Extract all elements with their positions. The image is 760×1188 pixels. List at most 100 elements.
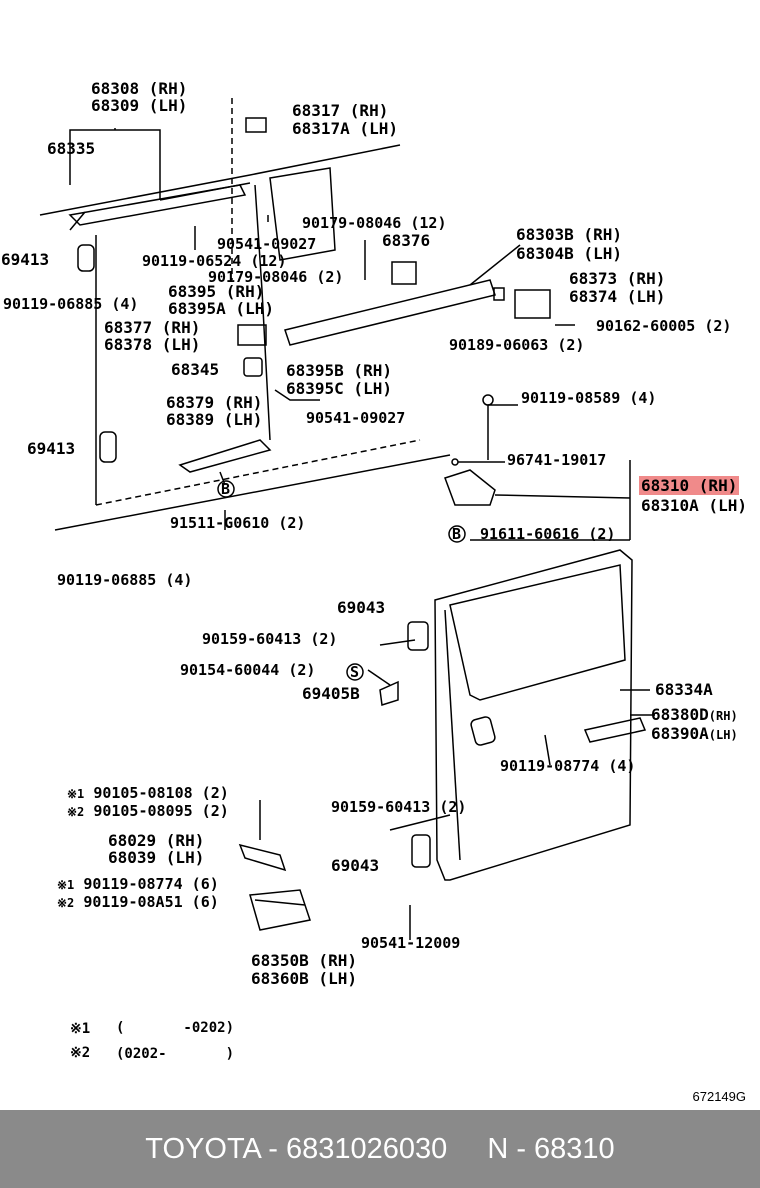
circle-b-upper xyxy=(217,480,235,498)
diagram-drawing xyxy=(39,98,655,940)
door-outline xyxy=(434,549,633,881)
label-68395c: 68395C (LH) xyxy=(286,379,392,398)
bolt-90189 xyxy=(493,287,505,301)
leaders xyxy=(194,215,655,940)
label-68395: 68395 (RH) xyxy=(168,282,265,301)
footer-part-number: 6831026030 xyxy=(286,1132,448,1165)
label-69413b: 69413 xyxy=(27,439,76,458)
label-68379: 68379 (RH) xyxy=(166,393,263,412)
center-roller-68310 xyxy=(444,469,496,506)
note-1-range: ( -0202) xyxy=(116,1020,235,1036)
label-68374: 68374 (LH) xyxy=(569,287,666,306)
label-90119-08a51-num: 90119-08A51 (6) xyxy=(83,893,219,911)
label-68373: 68373 (RH) xyxy=(569,269,666,288)
label-90119-06885b: 90119-06885 (4) xyxy=(57,571,193,589)
label-90159-60413a: 90159-60413 (2) xyxy=(202,630,338,648)
diagram-code: 672149G xyxy=(692,1089,747,1104)
note-mark-2b: ※2 xyxy=(57,896,75,910)
note-mark-1b: ※1 xyxy=(57,878,75,892)
label-68345: 68345 xyxy=(171,360,220,379)
label-69405b: 69405B xyxy=(302,684,360,703)
label-68317: 68317 (RH) xyxy=(292,101,389,120)
circle-b-lower xyxy=(448,525,466,543)
door-handle-opening xyxy=(470,716,496,746)
clip-96741 xyxy=(451,458,459,466)
label-96741-19017: 96741-19017 xyxy=(507,451,607,469)
label-68304b: 68304B (LH) xyxy=(516,244,622,263)
lower-roller-68350 xyxy=(249,889,311,931)
label-90189-06063: 90189-06063 (2) xyxy=(449,336,585,354)
label-68376: 68376 xyxy=(382,231,431,250)
stopper-69413b xyxy=(99,431,117,463)
label-69043a: 69043 xyxy=(337,598,386,617)
marker-b-upper: B xyxy=(221,480,231,498)
label-90119-08774b: ※1 90119-08774 (6) xyxy=(57,876,219,894)
label-68395a: 68395A (LH) xyxy=(168,299,274,318)
note-2-range: (0202- ) xyxy=(116,1046,235,1062)
label-68390a: 68390A(LH) xyxy=(651,725,738,744)
label-68303b: 68303B (RH) xyxy=(516,225,622,244)
marker-s: S xyxy=(350,663,360,681)
label-90119-06885a: 90119-06885 (4) xyxy=(3,295,139,313)
label-68389: 68389 (LH) xyxy=(166,410,263,429)
label-68378: 68378 (LH) xyxy=(104,335,201,354)
note-mark-1: ※1 xyxy=(67,787,85,801)
label-90541-12009: 90541-12009 xyxy=(361,934,461,952)
label-69413a: 69413 xyxy=(1,250,50,269)
striker-69043a xyxy=(407,621,429,651)
label-68310a: 68310A (LH) xyxy=(641,496,747,515)
label-90179-08046-2: 90179-08046 (2) xyxy=(208,268,344,286)
lower-rail-line xyxy=(178,439,272,473)
door-inner xyxy=(444,609,461,861)
label-90154-60044: 90154-60044 (2) xyxy=(180,661,316,679)
label-90105-08108-num: 90105-08108 (2) xyxy=(93,784,229,802)
striker-69043b xyxy=(411,834,431,868)
leader-68308 xyxy=(69,128,161,200)
footer-ref: N - 68310 xyxy=(487,1132,615,1165)
label-68380d-side: (RH) xyxy=(708,709,738,723)
label-69043b: 69043 xyxy=(331,856,380,875)
label-68390a-num: 68390A xyxy=(651,724,709,743)
label-68377: 68377 (RH) xyxy=(104,318,201,337)
label-68309: 68309 (LH) xyxy=(91,96,188,115)
label-68310-highlighted: 68310 (RH) xyxy=(639,476,740,495)
label-90541-09027a: 90541-09027 xyxy=(217,235,317,253)
label-90541-09027b: 90541-09027 xyxy=(306,409,406,427)
center-rail xyxy=(284,279,496,346)
bracket-68380 xyxy=(583,717,647,743)
label-90119-08589: 90119-08589 (4) xyxy=(521,389,657,407)
bracket-68317 xyxy=(245,117,267,133)
washer-90154 xyxy=(346,663,364,681)
label-90119-08774a: 90119-08774 (4) xyxy=(500,757,636,775)
label-68350b: 68350B (RH) xyxy=(251,951,357,970)
label-90119-08a51: ※2 90119-08A51 (6) xyxy=(57,894,219,912)
label-91511-g0610: 91511-G0610 (2) xyxy=(170,514,306,532)
center-rail-leader xyxy=(469,244,521,286)
lower-arm-68029 xyxy=(238,843,287,872)
label-68395b: 68395B (RH) xyxy=(286,361,392,380)
highlight-68310: 68310 (RH) xyxy=(639,476,740,495)
label-68380d: 68380D(RH) xyxy=(651,706,738,725)
screw-90119-08589 xyxy=(482,394,494,406)
body-dashed xyxy=(95,98,421,506)
bracket-68377 xyxy=(237,324,267,346)
label-68334a: 68334A xyxy=(655,680,713,699)
label-90105-08095-num: 90105-08095 (2) xyxy=(93,802,229,820)
upper-rail xyxy=(68,184,247,231)
label-68308: 68308 (RH) xyxy=(91,79,188,98)
label-90159-60413b: 90159-60413 (2) xyxy=(331,798,467,816)
label-68390a-side: (LH) xyxy=(708,728,738,742)
label-90119-06524: 90119-06524 (12) xyxy=(142,252,287,270)
label-68029: 68029 (RH) xyxy=(108,831,205,850)
note-1-label: ※1 xyxy=(70,1021,91,1037)
footer-brand: TOYOTA xyxy=(145,1132,261,1165)
note-2-label: ※2 xyxy=(70,1045,91,1061)
window-frame-upper xyxy=(254,167,336,291)
stopper-69413a xyxy=(77,244,95,272)
label-90179-08046-12: 90179-08046 (12) xyxy=(302,214,447,232)
label-68360b: 68360B (LH) xyxy=(251,969,357,988)
label-68335: 68335 xyxy=(47,139,96,158)
roller-68376 xyxy=(391,261,417,285)
